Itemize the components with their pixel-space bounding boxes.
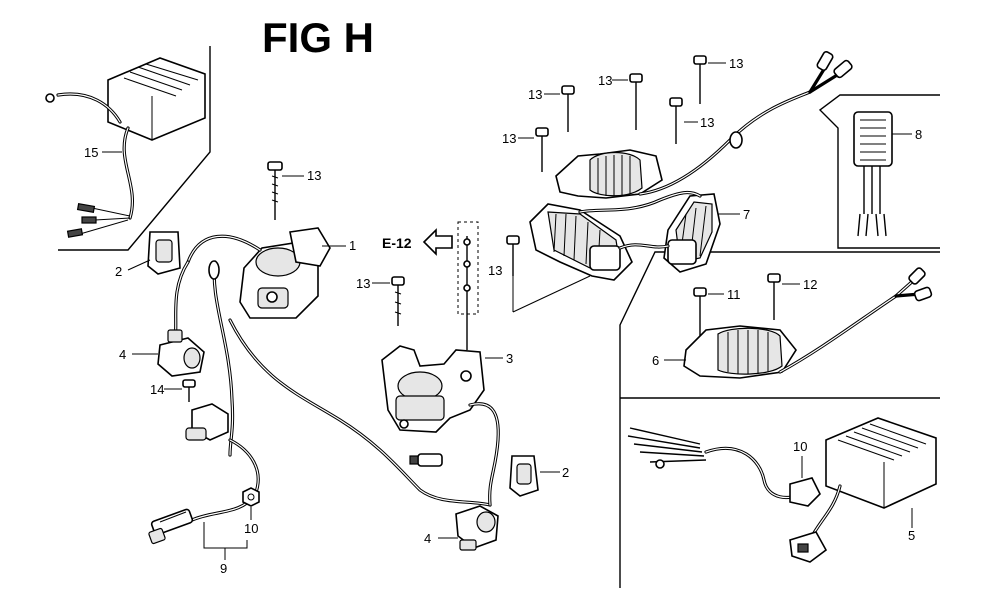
callout-7: 7	[743, 207, 750, 222]
callout-2-left: 2	[115, 264, 122, 279]
lighting-coil-upper[interactable]	[555, 149, 663, 199]
callout-13-a: 13	[528, 87, 542, 102]
bolt-13-e[interactable]	[535, 127, 549, 172]
callout-10: 10	[793, 439, 807, 454]
charge-coil-6[interactable]	[683, 267, 933, 379]
callout-13-d: 13	[700, 115, 714, 130]
wire-connector-center[interactable]	[409, 453, 443, 467]
callout-15: 15	[84, 145, 98, 160]
harness-10[interactable]	[627, 427, 821, 507]
regulator-8[interactable]	[853, 111, 893, 237]
grommet-2-right[interactable]	[509, 455, 539, 497]
section-dividers	[58, 46, 940, 588]
ignition-module-3[interactable]	[381, 345, 500, 507]
callout-13-b: 13	[598, 73, 612, 88]
regulator-rectifier-15[interactable]	[45, 57, 206, 238]
probe-9[interactable]	[148, 508, 194, 545]
callout-1: 1	[349, 238, 356, 253]
nut-11[interactable]	[242, 487, 260, 507]
connector-4-bottom[interactable]	[455, 505, 499, 551]
callout-6: 6	[652, 353, 659, 368]
callout-12-right: 12	[803, 277, 817, 292]
coil-cable-upper[interactable]	[638, 51, 853, 196]
bolt-13-coil[interactable]	[267, 161, 283, 220]
callout-2-right: 2	[562, 465, 569, 480]
bolt-13-f[interactable]	[506, 235, 520, 276]
callout-8: 8	[915, 127, 922, 142]
callout-9: 9	[220, 561, 227, 576]
figure-title: FIG H	[262, 14, 374, 61]
callout-5: 5	[908, 528, 915, 543]
sensor-body[interactable]	[185, 403, 229, 441]
bolt-13-c[interactable]	[693, 55, 707, 104]
callout-14: 14	[150, 382, 164, 397]
grommet-2-left[interactable]	[147, 231, 181, 275]
callout-13-coil: 13	[307, 168, 321, 183]
reference-e12: E-12	[382, 235, 412, 251]
callout-4-left: 4	[119, 347, 126, 362]
bolt-13-b[interactable]	[629, 73, 643, 130]
reference-arrow	[422, 228, 453, 256]
callout-3: 3	[506, 351, 513, 366]
bolt-12-right[interactable]	[767, 273, 781, 320]
screw-14[interactable]	[182, 379, 196, 402]
bolt-12-left[interactable]	[693, 287, 707, 336]
bolt-13-d[interactable]	[669, 97, 683, 144]
regulator-rectifier-5[interactable]	[789, 417, 937, 563]
callout-11: 10	[244, 521, 258, 536]
callout-13-center: 13	[356, 276, 370, 291]
callout-13-f: 13	[488, 263, 502, 278]
connector-4-left[interactable]	[157, 329, 205, 377]
bolt-13-a[interactable]	[561, 85, 575, 132]
bolt-center-dashed	[457, 221, 479, 350]
stator-assembly-7[interactable]	[529, 190, 721, 281]
callout-13-c: 13	[729, 56, 743, 71]
callout-4-bottom: 4	[424, 531, 431, 546]
callout-12-left: 11	[727, 287, 741, 302]
ignition-coil-1[interactable]	[186, 227, 331, 319]
callout-13-e: 13	[502, 131, 516, 146]
bolt-13-center[interactable]	[391, 276, 405, 326]
